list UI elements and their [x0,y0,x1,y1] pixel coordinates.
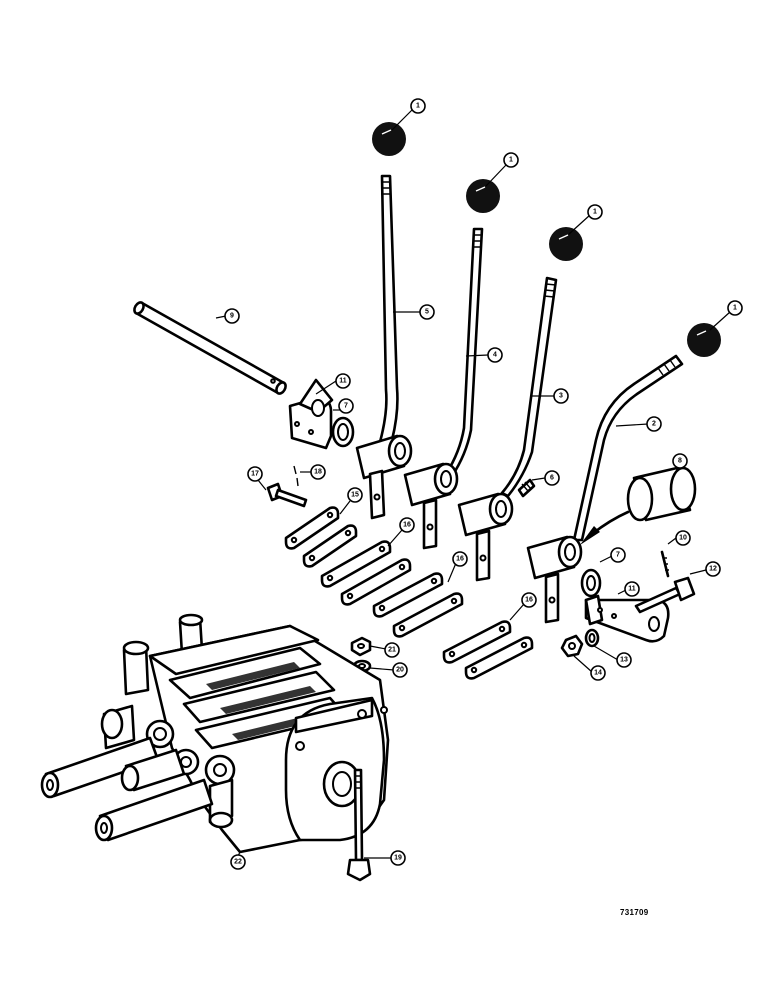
callout-7b: 7 [610,547,626,563]
svg-text:11: 11 [339,378,347,385]
svg-text:12: 12 [709,566,717,573]
link-plate-15-upper [284,506,340,550]
link-plate-16a-upper [320,540,392,588]
svg-text:10: 10 [679,535,687,542]
svg-text:18: 18 [314,469,322,476]
svg-text:14: 14 [594,670,602,677]
callout-2: 2 [646,416,662,432]
control-lever-4 [403,227,484,550]
callout-14: 14 [590,665,606,681]
callout-8: 8 [672,453,688,469]
svg-text:16: 16 [525,597,533,604]
bracket-left-11 [288,378,334,450]
svg-text:21: 21 [388,647,396,654]
assembly-arrow [580,510,630,545]
svg-text:9: 9 [230,313,234,320]
callout-17: 17 [247,466,263,482]
callout-11b: 11 [624,581,640,597]
bolt-17 [266,482,308,508]
link-plate-16c-lower [464,636,534,680]
svg-text:16: 16 [456,556,464,563]
callout-6: 6 [544,470,560,486]
svg-text:5: 5 [425,309,429,316]
callout-15: 15 [347,487,363,503]
knob-1 [372,122,406,156]
callout-21: 21 [384,642,400,658]
svg-text:11: 11 [628,586,636,593]
callout-1a: 1 [410,98,426,114]
svg-text:1: 1 [509,157,513,164]
nut-14 [560,634,584,658]
svg-text:7: 7 [344,403,348,410]
callout-leaders [215,109,731,859]
link-plate-16c-upper [442,620,512,664]
svg-text:6: 6 [550,475,554,482]
spool-middle [120,748,186,792]
svg-text:1: 1 [593,209,597,216]
roll-pin-10 [660,550,670,578]
svg-text:13: 13 [620,657,628,664]
knob-3 [549,227,583,261]
callout-16b: 16 [452,551,468,567]
link-plate-16b-upper [372,572,444,618]
cotter-pin-18 [293,465,299,487]
control-lever-3 [457,276,558,582]
spool-lower [94,778,214,842]
callout-16a: 16 [399,517,415,533]
callout-1c: 1 [587,204,603,220]
knob-2 [466,179,500,213]
callout-7a: 7 [338,398,354,414]
callout-16c: 16 [521,592,537,608]
callout-4: 4 [487,347,503,363]
svg-text:17: 17 [251,471,259,478]
grease-fitting-6 [517,478,536,498]
svg-text:7: 7 [616,552,620,559]
svg-text:2: 2 [652,421,656,428]
svg-text:20: 20 [396,667,404,674]
svg-text:15: 15 [351,492,359,499]
link-plate-15-lower [302,524,358,568]
svg-text:22: 22 [234,859,242,866]
callout-19: 19 [390,850,406,866]
nut-21 [350,636,372,657]
link-plate-16b-lower [392,592,464,638]
callout-12: 12 [705,561,721,577]
callout-20: 20 [392,662,408,678]
callout-1d: 1 [727,300,743,316]
control-lever-2 [526,354,684,624]
bolt-12 [634,576,696,614]
control-lever-5 [355,174,413,520]
callout-1b: 1 [503,152,519,168]
callout-18: 18 [310,464,326,480]
svg-text:3: 3 [559,393,563,400]
washer-right-7 [580,568,602,598]
bushing-8 [626,466,697,522]
callout-9: 9 [224,308,240,324]
catalog-number: 731709 [620,908,649,917]
callout-13: 13 [616,652,632,668]
callout-5: 5 [419,304,435,320]
pivot-shaft-9 [133,301,287,395]
svg-text:1: 1 [416,103,420,110]
washer-left-7 [331,416,355,448]
svg-text:4: 4 [493,352,497,359]
callout-3: 3 [553,388,569,404]
callout-10: 10 [675,530,691,546]
link-plate-16a-lower [340,558,412,606]
svg-text:19: 19 [394,855,402,862]
callout-22: 22 [230,854,246,870]
lock-washer-13 [584,628,600,648]
svg-text:8: 8 [678,458,682,465]
svg-text:16: 16 [403,522,411,529]
svg-text:1: 1 [733,305,737,312]
through-bolt-19 [346,768,372,882]
callout-11a: 11 [335,373,351,389]
knob-4 [687,323,721,357]
